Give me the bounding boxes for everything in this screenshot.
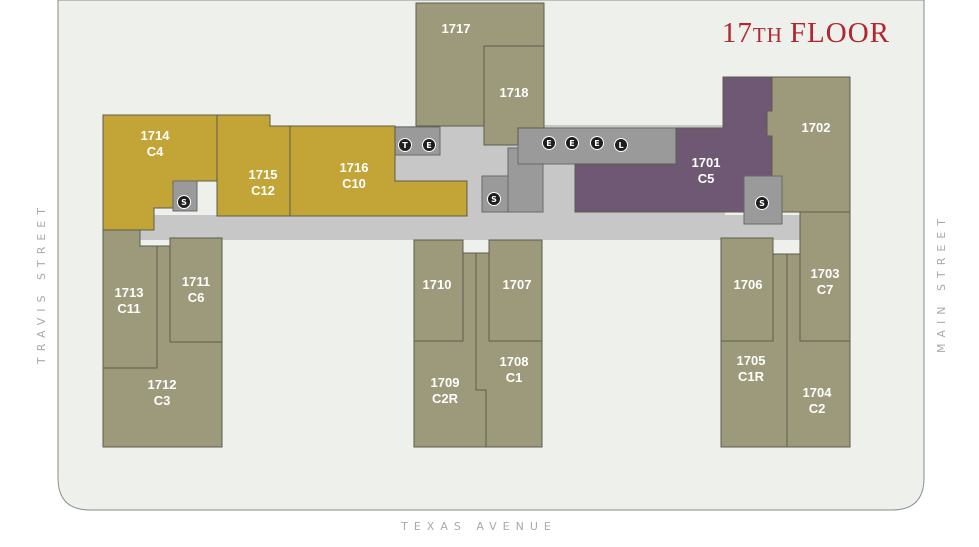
- marker-e-icon: [590, 136, 604, 150]
- street-west: TRAVIS STREET: [35, 202, 48, 365]
- core-markers: T E E E E L S S S: [177, 136, 769, 210]
- floor-suffix: TH: [753, 23, 783, 47]
- unit-1706[interactable]: [720, 237, 774, 342]
- marker-s-icon: [487, 192, 501, 206]
- marker-letter: S: [759, 199, 765, 208]
- unit-label-1709: 1709: [431, 375, 460, 390]
- unit-1704[interactable]: [786, 253, 851, 448]
- marker-t-icon: [398, 138, 412, 152]
- street-east: MAIN STREET: [935, 213, 948, 353]
- unit-1711[interactable]: [169, 237, 223, 343]
- suite-label-1715: C12: [251, 183, 275, 198]
- unit-1718[interactable]: [483, 45, 545, 146]
- marker-e-icon: [542, 136, 556, 150]
- marker-s-icon: [177, 195, 191, 209]
- unit-label-1712: 1712: [148, 377, 177, 392]
- unit-label-1706: 1706: [734, 277, 763, 292]
- marker-letter: E: [546, 139, 551, 148]
- unit-label-1707: 1707: [503, 277, 532, 292]
- unit-label-1716: 1716: [340, 160, 369, 175]
- marker-letter: E: [426, 141, 431, 150]
- suite-label-1708: C1: [506, 370, 523, 385]
- unit-label-1713: 1713: [115, 285, 144, 300]
- suite-label-1716: C10: [342, 176, 366, 191]
- unit-1710[interactable]: [413, 239, 464, 342]
- suite-label-1711: C6: [188, 290, 205, 305]
- unit-label-1718: 1718: [500, 85, 529, 100]
- suite-label-1709: C2R: [432, 391, 459, 406]
- unit-1715[interactable]: [216, 114, 291, 217]
- marker-letter: S: [181, 198, 187, 207]
- unit-label-1710: 1710: [423, 277, 452, 292]
- suite-label-1705: C1R: [738, 369, 765, 384]
- unit-label-1704: 1704: [803, 385, 833, 400]
- marker-letter: E: [594, 139, 599, 148]
- marker-letter: L: [618, 141, 623, 150]
- unit-label-1705: 1705: [737, 353, 766, 368]
- suite-label-1704: C2: [809, 401, 826, 416]
- floor-word: FLOOR: [790, 17, 890, 49]
- unit-label-1703: 1703: [811, 266, 840, 281]
- unit-1708[interactable]: [475, 252, 543, 448]
- marker-s-icon: [755, 196, 769, 210]
- marker-letter: S: [491, 195, 497, 204]
- suite-label-1703: C7: [817, 282, 834, 297]
- marker-l-icon: [614, 138, 628, 152]
- suite-label-1713: C11: [117, 301, 140, 316]
- unit-label-1711: 1711: [182, 274, 210, 289]
- unit-label-1708: 1708: [500, 354, 529, 369]
- unit-label-1701: 1701: [692, 155, 721, 170]
- marker-e-icon: [422, 138, 436, 152]
- unit-label-1702: 1702: [802, 120, 831, 135]
- marker-e-icon: [565, 136, 579, 150]
- unit-1716[interactable]: [289, 125, 468, 217]
- marker-letter: E: [569, 139, 574, 148]
- suite-label-1712: C3: [154, 393, 171, 408]
- unit-label-1714: 1714: [141, 128, 171, 143]
- street-south: TEXAS AVENUE: [400, 520, 557, 533]
- suite-label-1714: C4: [147, 144, 164, 159]
- suite-label-1701: C5: [698, 171, 715, 186]
- unit-label-1717: 1717: [442, 21, 471, 36]
- floor-title: 17TH FLOOR: [722, 17, 890, 49]
- unit-1712[interactable]: [102, 245, 223, 448]
- marker-letter: T: [402, 141, 408, 150]
- unit-label-1715: 1715: [249, 167, 278, 182]
- floor-number: 17: [722, 17, 753, 49]
